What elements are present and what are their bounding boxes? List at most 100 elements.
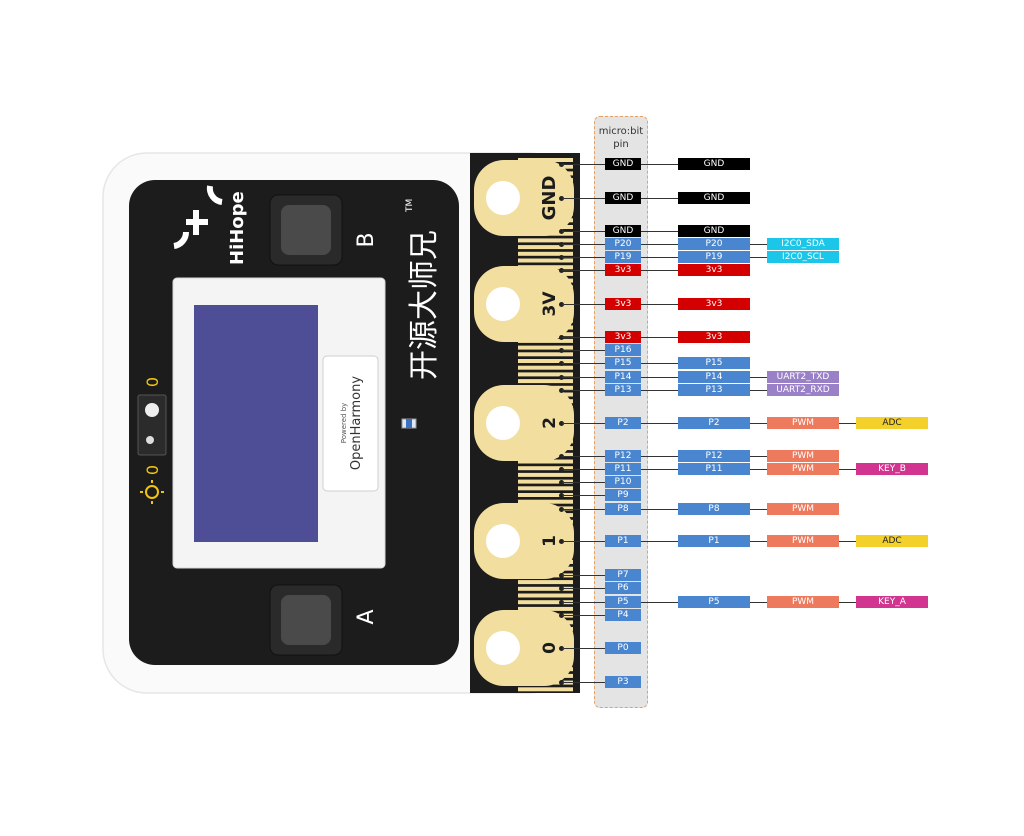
pin-label: P13 — [605, 384, 641, 396]
side-mark-bottom: 0 — [143, 465, 162, 475]
pin-label: P3 — [605, 676, 641, 688]
pin-label: P19 — [678, 251, 750, 263]
pin-label: P16 — [605, 344, 641, 356]
pin-label: UART2_RXD — [767, 384, 839, 396]
pin-label: P14 — [605, 371, 641, 383]
pin-label: GND — [605, 225, 641, 237]
sensor-dot — [146, 436, 154, 444]
connector-line — [562, 482, 605, 483]
pin-label: GND — [678, 225, 750, 237]
pin-dot — [559, 335, 564, 340]
pin-label: P11 — [605, 463, 641, 475]
gold-finger — [518, 258, 573, 263]
pin-label: P20 — [678, 238, 750, 250]
pin-label: P13 — [678, 384, 750, 396]
pin-label: PWM — [767, 417, 839, 429]
gold-finger — [518, 359, 573, 363]
pin-dot — [559, 467, 564, 472]
gold-pad — [474, 266, 574, 342]
pin-label: PWM — [767, 596, 839, 608]
pin-label: P10 — [605, 476, 641, 488]
button-a-label: A — [354, 609, 379, 624]
gold-finger — [518, 593, 573, 598]
gold-finger — [518, 365, 573, 370]
pin-dot — [559, 613, 564, 618]
gold-finger — [518, 472, 573, 477]
gold-finger — [518, 459, 573, 464]
gold-finger — [518, 372, 573, 377]
pin-label: 3v3 — [678, 298, 750, 310]
button-b[interactable] — [269, 194, 343, 266]
connector-line — [562, 257, 767, 258]
connector-line — [562, 244, 767, 245]
gold-pad — [474, 503, 574, 579]
pin-label: I2C0_SDA — [767, 238, 839, 250]
gold-finger — [518, 251, 573, 256]
board-title: 开源大师兄 — [407, 230, 442, 380]
pin-dot — [559, 229, 564, 234]
pin-label: P12 — [678, 450, 750, 462]
pad-label: 0 — [540, 642, 560, 654]
pin-dot — [559, 586, 564, 591]
pin-label: P5 — [605, 596, 641, 608]
trademark-mark: TM — [405, 199, 415, 213]
pin-label: 3v3 — [678, 264, 750, 276]
gold-finger — [518, 466, 573, 471]
pin-label: UART2_TXD — [767, 371, 839, 383]
oled-display — [194, 305, 318, 542]
gold-finger — [518, 479, 573, 484]
gold-finger — [518, 379, 573, 384]
pin-label: P2 — [678, 417, 750, 429]
logo-text: HiHope — [227, 191, 248, 265]
pin-label: P1 — [605, 535, 641, 547]
pad-label: 3V — [540, 291, 560, 317]
pin-label: ADC — [856, 535, 928, 547]
pin-dot — [559, 421, 564, 426]
gold-finger — [518, 586, 573, 591]
pin-dot — [559, 375, 564, 380]
pad-label: GND — [539, 176, 560, 221]
screen-powered-by: Powered by — [340, 403, 348, 444]
gold-finger — [518, 486, 573, 491]
pin-label: PWM — [767, 463, 839, 475]
gold-finger — [518, 245, 573, 250]
pin-dot — [559, 388, 564, 393]
pin-dot — [559, 162, 564, 167]
pin-label: GND — [678, 192, 750, 204]
pin-label: P7 — [605, 569, 641, 581]
pad-label: 1 — [540, 535, 560, 547]
light-sensor-icon — [140, 480, 164, 504]
gold-finger — [518, 345, 573, 350]
pin-label: P15 — [678, 357, 750, 369]
connector-line — [562, 615, 605, 616]
pin-label: GND — [678, 158, 750, 170]
connector-line — [562, 588, 605, 589]
pin-dot — [559, 507, 564, 512]
connector-line — [562, 509, 767, 510]
pin-label: 3v3 — [605, 298, 641, 310]
pin-label: P8 — [678, 503, 750, 515]
pad-label: 2 — [540, 417, 560, 429]
pin-label: KEY_B — [856, 463, 928, 475]
pin-label: P19 — [605, 251, 641, 263]
gold-finger — [518, 606, 573, 611]
pin-dot — [559, 493, 564, 498]
connector-line — [562, 495, 605, 496]
pin-dot — [559, 302, 564, 307]
gold-finger — [518, 580, 573, 585]
pin-label: PWM — [767, 503, 839, 515]
pin-label: PWM — [767, 535, 839, 547]
pin-label: P15 — [605, 357, 641, 369]
pin-dot — [559, 268, 564, 273]
button-b-label: B — [354, 232, 379, 247]
pin-dot — [559, 348, 564, 353]
pin-dot — [559, 600, 564, 605]
pin-dot — [559, 196, 564, 201]
pin-label: P8 — [605, 503, 641, 515]
pin-label: GND — [605, 192, 641, 204]
connector-line — [562, 377, 767, 378]
pin-label: P20 — [605, 238, 641, 250]
button-a[interactable] — [269, 584, 343, 656]
pin-label: P14 — [678, 371, 750, 383]
